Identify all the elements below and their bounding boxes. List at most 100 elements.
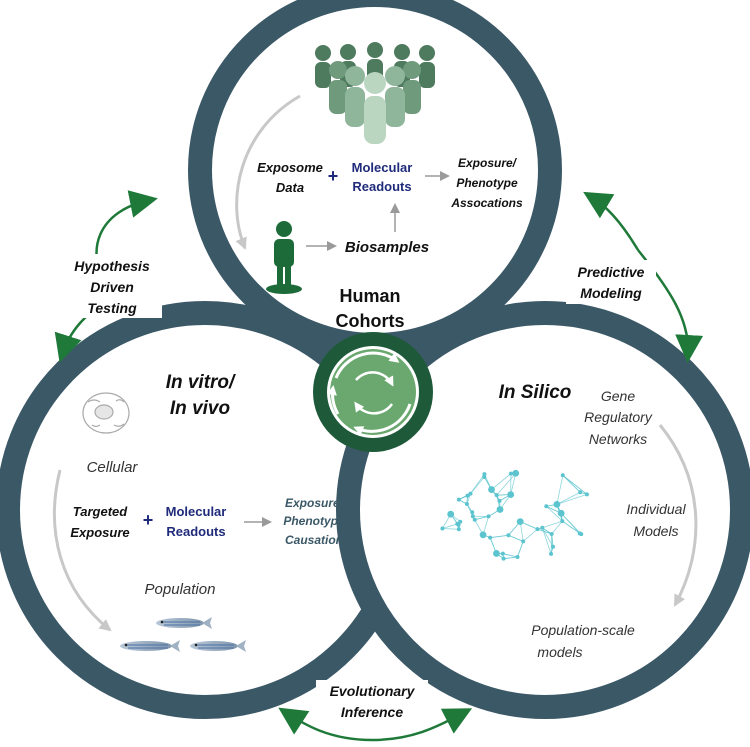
left-molecular-label-1: Molecular — [166, 504, 227, 519]
population-label: Population — [145, 581, 216, 598]
network-edge — [562, 520, 582, 535]
population-scale-label-1: Population-scale — [531, 622, 635, 638]
causation-label-2: Phenotype — [283, 514, 345, 528]
center-cycle-badge — [313, 332, 433, 452]
network-node — [470, 514, 475, 519]
network-node — [482, 472, 487, 477]
left-molecular-label-2: Readouts — [166, 524, 225, 539]
network-node — [557, 509, 565, 517]
network-edge — [556, 493, 588, 505]
network-edge — [537, 528, 552, 535]
predictive-label-2: Modeling — [580, 285, 642, 301]
network-edge — [510, 473, 517, 495]
top-circle-title-1: Human — [339, 286, 400, 306]
network-node — [551, 544, 556, 549]
network-node — [472, 517, 477, 522]
network-edge — [474, 516, 489, 521]
network-edge — [517, 541, 524, 558]
gene-networks-label-1: Gene — [601, 388, 635, 404]
hypothesis-label-1: Hypothesis — [74, 258, 150, 274]
right-flow-arrow — [658, 424, 698, 607]
top-plus-sign: + — [328, 166, 339, 186]
evolutionary-label-2: Inference — [341, 704, 403, 720]
network-node — [488, 535, 493, 540]
network-edge — [491, 473, 512, 490]
network-edge — [541, 527, 552, 554]
targeted-label-1: Targeted — [73, 504, 128, 519]
association-label-2: Phenotype — [456, 176, 518, 190]
network-node — [512, 469, 520, 477]
network-node — [553, 500, 561, 508]
network-node — [584, 492, 589, 497]
network-edge — [560, 512, 582, 535]
hypothesis-bg — [62, 254, 162, 318]
network-edge — [556, 475, 564, 505]
causation-label-1: Exposure/ — [285, 496, 345, 510]
causation-label-3: Causation — [285, 533, 343, 547]
network-edge — [496, 473, 517, 496]
top-flow-arrows — [235, 94, 450, 251]
network-edge — [546, 505, 563, 522]
predictive-bg — [566, 260, 656, 304]
left-circle-title-1: In vitro/ — [166, 372, 236, 393]
hypothesis-label-2: Driven — [90, 279, 134, 295]
exposome-label-1: Exposome — [257, 160, 323, 175]
network-node — [494, 493, 499, 498]
network-node — [456, 522, 461, 527]
network-node — [507, 491, 515, 498]
evolutionary-label-1: Evolutionary — [330, 683, 416, 699]
cell-icon — [82, 392, 130, 434]
hypothesis-label-3: Testing — [87, 300, 137, 316]
right-circle-title: In Silico — [499, 382, 572, 403]
individual-models-label-1: Individual — [626, 501, 686, 517]
network-node — [486, 514, 491, 519]
top-circle-title-2: Cohorts — [336, 311, 405, 331]
cellular-label: Cellular — [87, 459, 139, 476]
network-node — [456, 527, 461, 532]
gene-networks-label-3: Networks — [589, 431, 647, 447]
network-node — [456, 497, 461, 502]
network-node — [440, 526, 445, 531]
association-label-1: Exposure/ — [458, 156, 518, 170]
network-edge — [551, 520, 563, 535]
network-edge — [442, 523, 458, 529]
brain-network-icon — [440, 469, 589, 561]
network-node — [447, 510, 455, 518]
network-node — [549, 551, 554, 556]
network-node — [464, 501, 469, 506]
network-node — [544, 504, 549, 509]
network-edge — [503, 556, 518, 560]
biosamples-label: Biosamples — [345, 239, 429, 256]
network-node — [535, 527, 540, 532]
person-icon — [266, 221, 302, 294]
network-node — [521, 539, 526, 544]
network-edge — [442, 528, 459, 530]
network-node — [497, 498, 502, 503]
network-edge — [562, 474, 588, 495]
top-molecular-label-1: Molecular — [352, 160, 413, 175]
network-node — [479, 531, 487, 539]
network-node — [465, 493, 470, 498]
ring-circles — [0, 0, 750, 719]
network-node — [549, 532, 554, 537]
network-node — [458, 519, 463, 524]
network-edge — [466, 503, 474, 517]
network-node — [501, 556, 506, 561]
network-edge — [542, 520, 563, 529]
top-molecular-label-2: Readouts — [352, 179, 411, 194]
network-edge — [490, 534, 509, 539]
network-node — [468, 491, 473, 496]
network-edge — [562, 475, 581, 493]
left-flow-arrow — [53, 469, 112, 632]
network-node — [470, 510, 475, 515]
evolutionary-bg — [316, 680, 428, 722]
network-node — [579, 532, 584, 537]
exposome-label-2: Data — [276, 180, 304, 195]
network-node — [493, 550, 500, 557]
network-edge — [470, 473, 485, 494]
right-ring — [336, 301, 750, 719]
network-node — [560, 519, 565, 524]
network-node — [560, 473, 565, 478]
left-plus-sign: + — [143, 510, 154, 530]
